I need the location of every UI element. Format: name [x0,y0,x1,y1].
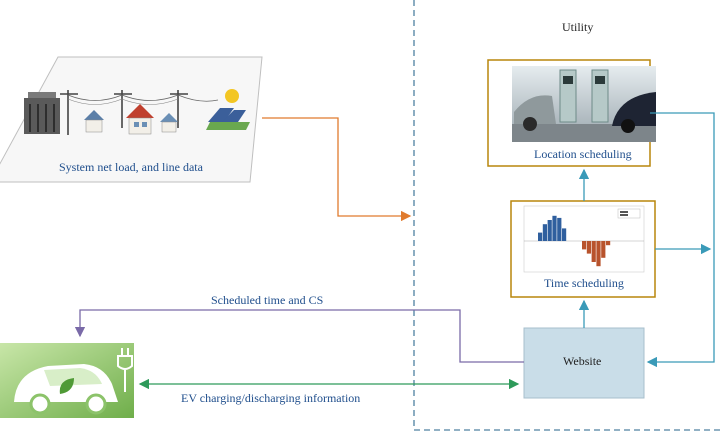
sun-icon [225,89,239,103]
time-chart-bar [606,241,611,246]
utility-region [413,0,720,431]
time-chart-bar [542,224,547,241]
time-chart-bar [582,241,587,250]
time-chart-bar [547,220,552,241]
solar-panel-icon [206,89,250,130]
time-chart-bar [586,241,591,254]
time-scheduling-label: Time scheduling [544,276,624,290]
time-chart-bar [538,232,543,241]
plug-icon [117,348,133,392]
house-icons [84,104,178,135]
website-to-ev-arrow [74,309,524,363]
time-chart-bar [601,241,606,258]
time-chart-bar [596,241,601,267]
time-chart-bar [557,217,562,241]
time-chart-bar [552,215,557,241]
website-box [523,327,645,399]
ev-charging-icon [0,343,134,418]
time-chart-bar [562,228,567,241]
utility-label: Utility [562,20,594,34]
location-to-website-arrow [646,112,715,368]
time-chart [523,205,645,273]
website-label: Website [563,354,602,368]
grid-label: System net load, and line data [59,160,203,174]
power-pole-icons [60,90,188,135]
grid-illustration [0,56,263,183]
leaf-icon [59,378,74,394]
location-scheduling-label: Location scheduling [534,147,632,161]
time-chart-legend [617,208,641,219]
ev-station-photo [512,66,656,142]
ev-info-label: EV charging/discharging information [181,391,361,405]
time-chart-bar [591,241,596,262]
scheduled-time-label: Scheduled time and CS [211,293,324,307]
time-chart-bars [538,215,611,267]
grid-to-utility-arrow [262,117,412,222]
